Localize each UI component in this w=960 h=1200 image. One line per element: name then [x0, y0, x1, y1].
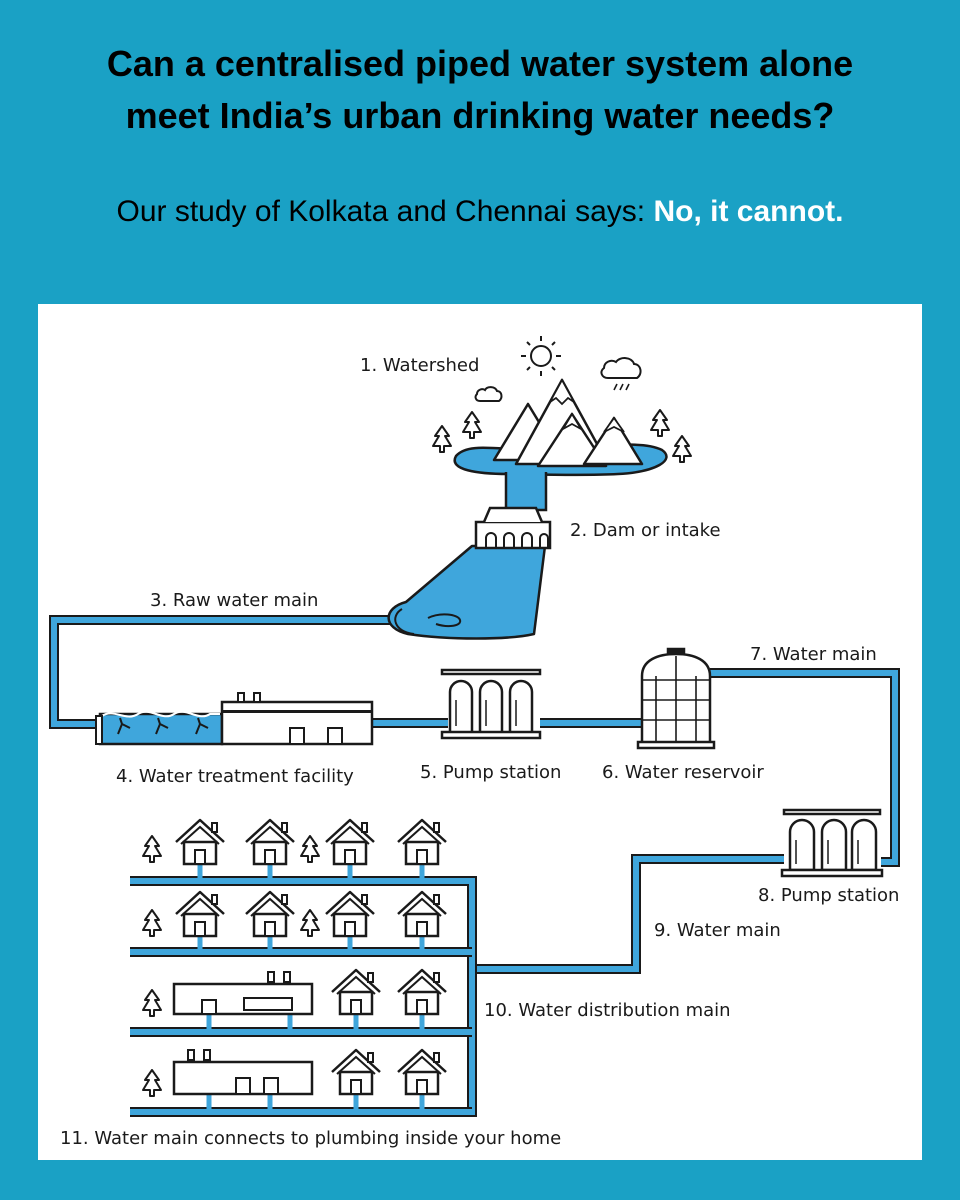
water-reservoir-illustration	[636, 647, 716, 750]
subheadline: Our study of Kolkata and Chennai says: N…	[0, 192, 960, 232]
subheadline-answer: No, it cannot.	[653, 195, 844, 228]
water-system-diagram	[49, 336, 900, 1117]
treatment-facility-illustration	[95, 692, 374, 746]
label-pump-station-5: 5. Pump station	[420, 762, 562, 783]
label-home-plumbing: 11. Water main connects to plumbing insi…	[60, 1128, 562, 1149]
dam-illustration	[387, 506, 552, 640]
label-water-main-9: 9. Water main	[654, 920, 781, 941]
sun-icon	[521, 336, 561, 376]
cloud-icon	[474, 386, 503, 402]
label-raw-water-main: 3. Raw water main	[150, 590, 319, 611]
headline: Can a centralised piped water system alo…	[0, 38, 960, 142]
subheadline-prefix: Our study of Kolkata and Chennai says:	[116, 195, 646, 228]
pump-station-8-illustration	[780, 808, 884, 878]
rain-cloud-icon	[600, 357, 642, 391]
label-pump-station-8: 8. Pump station	[758, 885, 900, 906]
label-water-reservoir: 6. Water reservoir	[602, 762, 764, 783]
watershed-illustration	[432, 336, 692, 512]
pump-station-5-illustration	[440, 668, 542, 740]
headline-line-1: Can a centralised piped water system alo…	[106, 43, 854, 84]
neighbourhood-illustration	[142, 818, 448, 1097]
headline-line-2: meet India’s urban drinking water needs?	[125, 95, 835, 136]
label-watershed: 1. Watershed	[360, 355, 480, 376]
label-dam-or-intake: 2. Dam or intake	[570, 520, 721, 541]
pipe-network	[49, 615, 900, 1117]
label-water-distribution-main: 10. Water distribution main	[484, 1000, 731, 1021]
diagram-panel: 1. Watershed 2. Dam or intake 3. Raw wat…	[38, 304, 922, 1160]
label-water-treatment-facility: 4. Water treatment facility	[116, 766, 354, 787]
label-water-main-7: 7. Water main	[750, 644, 877, 665]
